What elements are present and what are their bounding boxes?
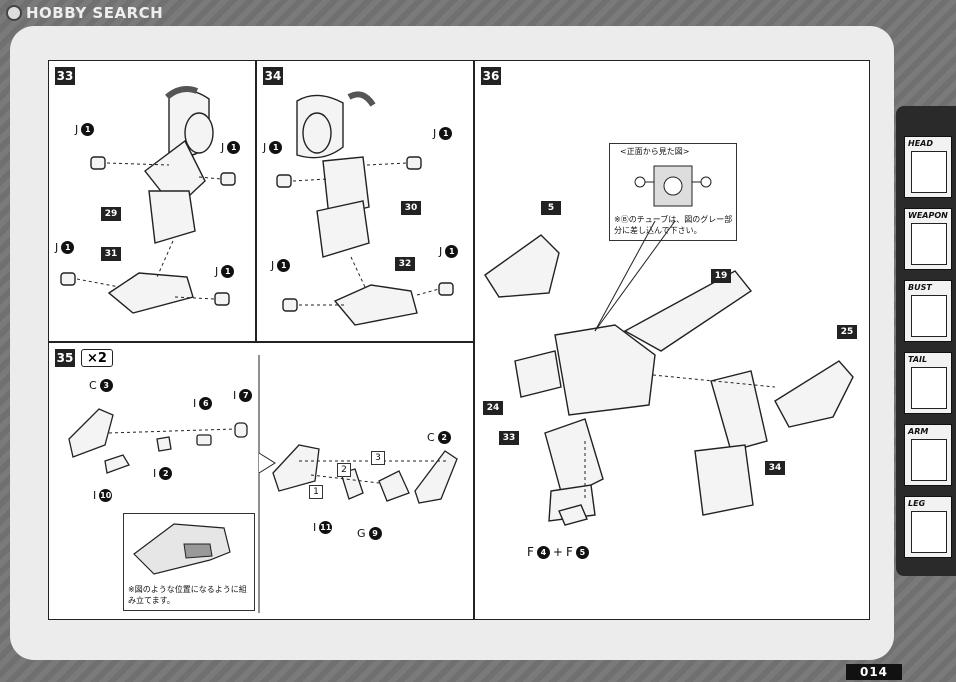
part-label-24: 24 (483, 401, 503, 415)
bust-icon (911, 295, 947, 337)
part-label-30: 30 (401, 201, 421, 215)
front-view-inset: <正面から見た図> ※Ⓑのチューブは、図のグレー部分に差し込んで下さい。 (609, 143, 737, 241)
step-36-diagram (484, 220, 854, 526)
order-2: 2 (337, 463, 351, 477)
quantity-multiplier: ×2 (81, 349, 113, 367)
tab-arm[interactable]: ARM (904, 424, 952, 486)
leg-icon (911, 511, 947, 553)
logo-text: HOBBY SEARCH (26, 4, 164, 22)
hobby-search-logo: HOBBY SEARCH (6, 4, 163, 22)
page-number: 014 (846, 664, 902, 680)
step-number: 33 (55, 67, 75, 85)
step-35-diagram (68, 355, 458, 613)
part-label-29: 29 (101, 207, 121, 221)
front-view-diagram (634, 165, 712, 207)
position-reference-inset: ※図のような位置になるように組み立てます。 (123, 513, 255, 611)
inset-note: ※図のような位置になるように組み立てます。 (128, 585, 247, 605)
tab-bust[interactable]: BUST (904, 280, 952, 342)
order-3: 3 (371, 451, 385, 465)
arm-icon (911, 439, 947, 481)
step-number: 35 (55, 349, 75, 367)
tab-leg[interactable]: LEG (904, 496, 952, 558)
step-33-diagram (60, 86, 236, 314)
inset-note: ※Ⓑのチューブは、図のグレー部分に差し込んで下さい。 (614, 215, 733, 235)
step-34-diagram (276, 91, 454, 326)
step-36-panel: 36 <正面から見た図> ※Ⓑのチューブは、図のグレー部分に差し込んで下さい。 (474, 60, 870, 620)
tab-tail[interactable]: TAIL (904, 352, 952, 414)
part-label-34: 34 (765, 461, 785, 475)
inset-title: <正面から見た図> (620, 147, 690, 156)
part-label-5: 5 (541, 201, 561, 215)
weapon-icon (911, 223, 947, 265)
tab-weapon[interactable]: WEAPON (904, 208, 952, 270)
part-label-31: 31 (101, 247, 121, 261)
inset-diagram (133, 523, 231, 575)
part-label-33: 33 (499, 431, 519, 445)
part-label-25: 25 (837, 325, 857, 339)
step-number: 36 (481, 67, 501, 85)
head-icon (911, 151, 947, 193)
logo-icon (6, 5, 22, 21)
tail-icon (911, 367, 947, 409)
part-label-19: 19 (711, 269, 731, 283)
order-1: 1 (309, 485, 323, 499)
part-label-32: 32 (395, 257, 415, 271)
step-number: 34 (263, 67, 283, 85)
tab-head[interactable]: HEAD (904, 136, 952, 198)
